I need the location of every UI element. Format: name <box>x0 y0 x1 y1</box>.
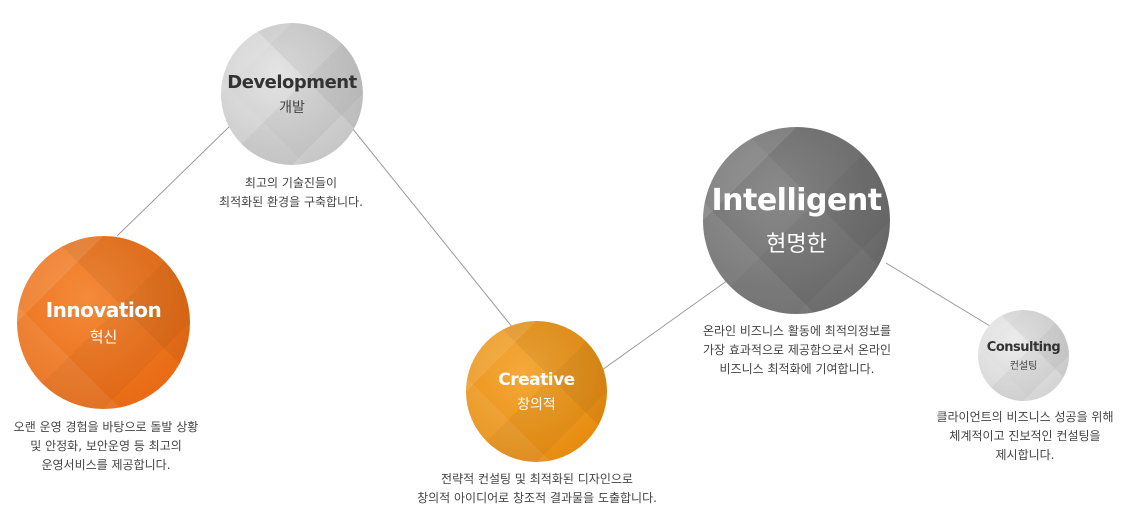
intelligent-description-line: 비즈니스 최적화에 기여합니다. <box>719 362 875 376</box>
innovation-subtitle: 혁신 <box>89 328 118 346</box>
development-subtitle: 개발 <box>279 99 305 116</box>
intelligent-subtitle: 현명한 <box>766 232 827 257</box>
connector-innovation-development <box>116 123 233 237</box>
creative-title: Creative <box>498 369 575 390</box>
development-title: Development <box>227 71 357 93</box>
intelligent-description-line: 가장 효과적으로 제공함으로서 온라인 <box>702 343 892 357</box>
intelligent-description-line: 온라인 비즈니스 활동에 최적의정보를 <box>702 324 892 338</box>
creative-description-line: 창의적 아이디어로 창조적 결과물을 도출합니다. <box>417 491 657 505</box>
creative-description-line: 전략적 컨설팅 및 최적화된 디자인으로 <box>441 472 633 486</box>
creative-description: 전략적 컨설팅 및 최적화된 디자인으로 창의적 아이디어로 창조적 결과물을 … <box>397 470 677 508</box>
development-description-line: 최고의 기술진들이 <box>244 176 338 190</box>
innovation-description-line: 운영서비스를 제공합니다. <box>41 458 171 472</box>
connector-intelligent-consulting <box>885 262 991 327</box>
consulting-description-line: 체계적이고 진보적인 컨설팅을 <box>949 429 1101 443</box>
connector-development-creative <box>351 127 514 329</box>
innovation-description-line: 및 안정화, 보안운영 등 최고의 <box>30 439 182 453</box>
consulting-description: 클라이언트의 비즈니스 성공을 위해 체계적이고 진보적인 컨설팅을 제시합니다… <box>920 408 1130 465</box>
consulting-subtitle: 컨설팅 <box>1009 360 1038 372</box>
intelligent-description: 온라인 비즈니스 활동에 최적의정보를 가장 효과적으로 제공함으로서 온라인 … <box>686 322 908 379</box>
development-circle: Development 개발 <box>221 23 363 165</box>
creative-circle: Creative 창의적 <box>466 321 607 462</box>
development-description-line: 최적화된 환경을 구축합니다. <box>219 195 363 209</box>
connector-creative-intelligent <box>601 279 729 371</box>
innovation-description-line: 오랜 운영 경험을 바탕으로 돌발 상황 <box>13 420 199 434</box>
innovation-description: 오랜 운영 경험을 바탕으로 돌발 상황 및 안정화, 보안운영 등 최고의 운… <box>0 418 212 475</box>
creative-subtitle: 창의적 <box>517 396 556 413</box>
consulting-circle: Consulting 컨설팅 <box>978 310 1069 401</box>
consulting-title: Consulting <box>986 339 1061 355</box>
development-description: 최고의 기술진들이 최적화된 환경을 구축합니다. <box>196 174 386 212</box>
intelligent-circle: Intelligent 현명한 <box>703 127 890 314</box>
intelligent-title: Intelligent <box>711 183 882 218</box>
innovation-circle: Innovation 혁신 <box>17 236 190 409</box>
consulting-description-line: 클라이언트의 비즈니스 성공을 위해 <box>936 410 1114 424</box>
innovation-title: Innovation <box>45 298 162 322</box>
consulting-description-line: 제시합니다. <box>995 448 1055 462</box>
